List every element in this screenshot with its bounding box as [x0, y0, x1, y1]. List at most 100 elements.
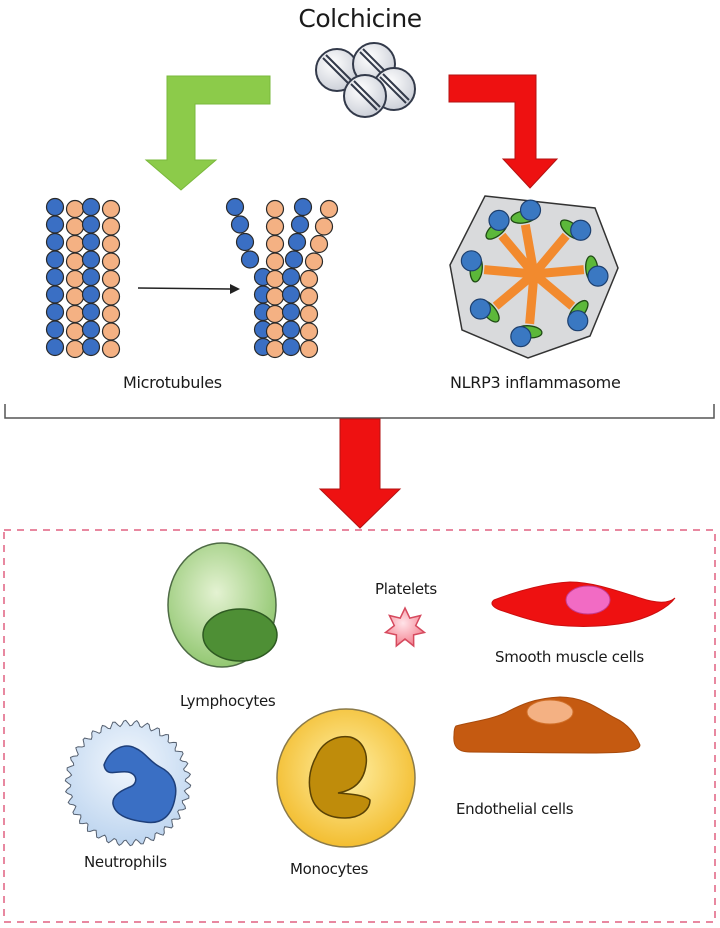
tubulin-subunit [45, 197, 65, 217]
caspase-unit [460, 250, 482, 272]
tubulin-subunit [265, 287, 285, 306]
tubulin-subunit [65, 304, 85, 324]
tubulin-subunit [240, 250, 260, 269]
tubulin-subunit [65, 269, 85, 289]
tubulin-subunit [281, 320, 301, 339]
tubulin-subunit [81, 267, 101, 287]
tubulin-subunit [225, 197, 245, 217]
tubulin-subunit [101, 339, 121, 359]
tubulin-subunit [101, 252, 121, 271]
tubulin-subunit [45, 232, 65, 252]
inflammasome-spoke [531, 270, 576, 310]
tubulin-subunit [81, 285, 101, 304]
tubulin-subunit [65, 234, 85, 254]
tubulin-subunit [101, 234, 121, 254]
lymphocytes-label: Lymphocytes [180, 692, 276, 710]
tubulin-subunit [45, 267, 65, 287]
microtubules-label: Microtubules [123, 373, 222, 392]
transition-arrow-head [230, 284, 240, 294]
tubulin-subunit [45, 302, 65, 322]
diagram-title: Colchicine [298, 4, 422, 33]
monocytes-label: Monocytes [290, 860, 369, 878]
tubulin-subunit [299, 269, 319, 289]
caspase-unit [567, 310, 589, 332]
endothelial-cells-label: Endothelial cells [456, 800, 574, 818]
neutrophils-label: Neutrophils [84, 853, 167, 871]
tubulin-subunit [45, 285, 65, 304]
tubulin-subunit [281, 302, 301, 322]
grouping-bracket [4, 404, 715, 419]
tubulin-subunit [293, 197, 313, 217]
tubulin-subunit [265, 199, 285, 219]
caspase-unit [510, 326, 532, 348]
tubulin-subunit [81, 302, 101, 322]
tubulin-subunit [319, 199, 339, 219]
tubulin-subunit [265, 217, 285, 236]
tubulin-subunit [265, 322, 285, 341]
lymphocyte-icon [167, 542, 278, 668]
inflammasome-spoke [533, 265, 585, 279]
caspase-unit [570, 219, 592, 241]
caspase-unit [587, 265, 609, 287]
tubulin-subunit [299, 287, 319, 306]
tubulin-subunit [81, 197, 101, 217]
microtubule-depolymerization-icon [45, 197, 339, 359]
tubulin-subunit [235, 232, 255, 252]
tubulin-subunit [101, 199, 121, 219]
pills-icon [315, 42, 416, 118]
tubulin-subunit [304, 252, 324, 271]
tubulin-subunit [230, 215, 250, 234]
tubulin-subunit [45, 337, 65, 357]
tubulin-subunit [265, 304, 285, 324]
tubulin-subunit [45, 215, 65, 234]
inflammasome-spoke [483, 265, 535, 279]
tubulin-subunit [81, 215, 101, 234]
tubulin-subunit [290, 215, 310, 234]
red-arrow-icon [448, 74, 559, 189]
tubulin-subunit [81, 232, 101, 252]
caspase-unit [488, 209, 510, 232]
transition-arrow-line [137, 287, 231, 290]
smooth-muscle-cells-label: Smooth muscle cells [495, 648, 644, 666]
tubulin-subunit [101, 217, 121, 236]
target-cells-box [3, 529, 716, 923]
tubulin-subunit [314, 217, 334, 236]
endothelial-cell-icon [453, 696, 641, 754]
caspase-unit [469, 298, 492, 320]
tubulin-subunit [45, 250, 65, 269]
tubulin-subunit [309, 234, 329, 254]
platelet-icon [383, 606, 427, 648]
tubulin-subunit [287, 232, 307, 252]
caspase-unit [519, 199, 542, 221]
tubulin-subunit [284, 250, 304, 269]
tubulin-subunit [65, 252, 85, 271]
effect-arrow-icon [318, 418, 402, 529]
tubulin-subunit [265, 252, 285, 271]
inflammasome-spoke [530, 232, 570, 277]
tubulin-subunit [101, 322, 121, 341]
tubulin-subunit [45, 320, 65, 339]
inflammasome-spoke [492, 270, 537, 310]
nlrp3-inflammasome-label: NLRP3 inflammasome [450, 373, 621, 392]
tubulin-subunit [65, 339, 85, 359]
smooth-muscle-cell-icon [491, 581, 676, 628]
tubulin-subunit [281, 337, 301, 357]
tubulin-subunit [101, 304, 121, 324]
tubulin-subunit [65, 217, 85, 236]
platelets-label: Platelets [375, 580, 437, 598]
tubulin-subunit [65, 322, 85, 341]
green-arrow-icon [144, 75, 271, 191]
inflammasome-icon [449, 195, 619, 359]
inflammasome-spoke [525, 273, 539, 325]
tubulin-subunit [65, 199, 85, 219]
tubulin-subunit [281, 267, 301, 287]
tubulin-subunit [299, 322, 319, 341]
tubulin-subunit [265, 269, 285, 289]
tubulin-subunit [281, 285, 301, 304]
tubulin-subunit [81, 320, 101, 339]
tubulin-subunit [299, 339, 319, 359]
tubulin-subunit [265, 339, 285, 359]
tubulin-subunit [299, 304, 319, 324]
neutrophil-icon [64, 719, 192, 847]
